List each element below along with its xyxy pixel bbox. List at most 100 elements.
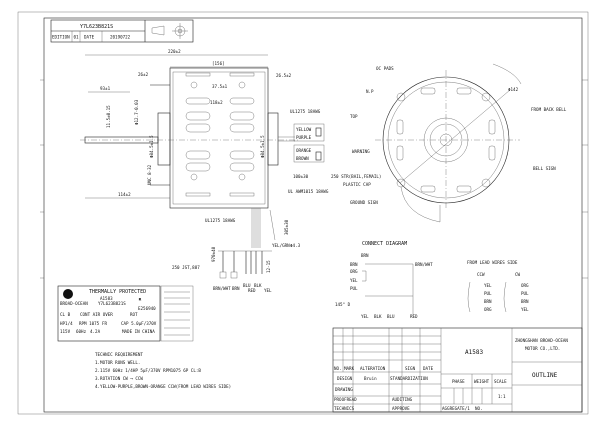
cd-yel: YEL: [350, 278, 358, 283]
label-ul-awm: UL AWM1015 18AWG: [288, 189, 329, 194]
cd-bottom-blu: BLU: [387, 314, 395, 319]
tt-company-line2: MOTOR CO.,LTD.: [525, 346, 560, 351]
label-np: N.P: [366, 89, 374, 94]
tt-mark: MARK: [344, 366, 355, 371]
tt-sheet-no: NO.: [475, 406, 483, 411]
connect-diagram: CONNECT DIAGRAM BRN BRN ORG YEL PUL BRN/…: [335, 241, 529, 319]
motor-body: [169, 67, 269, 209]
ccw-wire-3: BRN: [484, 299, 492, 304]
nameplate-sub: Y7L623B821S: [98, 301, 126, 306]
cd-bottom-blk: BLK: [374, 314, 382, 319]
technic-requirements: TECHNIC REQUIREMENT 1.MOTOR RUNS WELL. 2…: [95, 352, 231, 389]
tt-technics: TECHNICS: [334, 406, 355, 411]
cd-brn: BRN: [350, 262, 358, 267]
tt-scale-value: 1:1: [498, 394, 506, 399]
dim-d3: 118±2: [210, 100, 223, 105]
nameplate-ul: E256940: [138, 306, 156, 311]
tt-drawing-number: A1583: [465, 349, 483, 356]
ccw-wire-2: PUL: [484, 291, 492, 296]
tt-approve: APPROVE: [392, 406, 410, 411]
cd-bottom-yel: YEL: [361, 314, 369, 319]
label-terminal: 250 JST,887: [172, 265, 200, 270]
label-brown: BROWN: [296, 156, 309, 161]
tt-aggregate: AGGREGATE/1: [442, 406, 470, 411]
label-top: TOP: [350, 114, 358, 119]
ccw-wire-4: ORG: [484, 307, 492, 312]
nameplate-volt: 115V: [60, 329, 71, 334]
cd-bottom-red: RED: [410, 314, 418, 319]
label-plastic-cap-2: PLASTIC CAP: [343, 182, 371, 187]
nameplate-model: A1583: [100, 296, 113, 301]
label-warning: WARNING: [352, 149, 370, 154]
outer-frame: [17, 11, 589, 415]
tt-sign: SIGN: [405, 366, 416, 371]
dim-d2: 26.5±2: [276, 73, 292, 78]
lead-blk: BLK: [254, 283, 262, 288]
nameplate-ins: CL B: [60, 312, 71, 317]
dim-hub1: Φ84.5±1.5: [149, 135, 154, 158]
front-view: Φ142 OC PADS N.P TOP WARNING 250 STR(BAI…: [331, 63, 567, 223]
cd-pul: PUL: [350, 286, 358, 291]
label-from-back-bell: FROM BACK BELL: [531, 107, 567, 112]
label-orange: ORANGE: [296, 148, 312, 153]
drawing-border: [43, 17, 583, 413]
nameplate-hz: 60Hz: [76, 329, 87, 334]
tt-drawing: DRAWING: [335, 387, 353, 392]
label-ul1275-bottom: UL1275 18AWG: [205, 218, 236, 223]
technic-item-4: 4.YELLOW-PURPLE,BROWN-ORANGE CCW(FROM LE…: [95, 384, 231, 389]
dim-strip: 12-15: [266, 260, 271, 273]
rear-hub: [267, 112, 279, 166]
nameplate-frame: FR: [102, 321, 108, 326]
part-number: Y7L623B821S: [80, 24, 113, 30]
lead-side-ccw: CCW: [477, 272, 485, 277]
cd-brn-top: BRN: [361, 253, 369, 258]
date-label: DATE: [84, 35, 95, 40]
cd-bottom-leads: YEL BLK BLU RED: [361, 314, 418, 319]
label-ul1275-right: UL1275 18AWG: [290, 109, 321, 114]
technic-item-2: 2.115V 60Hz 1/4HP 5μF/370V RPM1075 6P CL…: [95, 368, 201, 373]
label-yellow: YELLOW: [296, 127, 312, 132]
nameplate-made: MADE IN CHINA: [122, 329, 155, 334]
cw-wire-3: BRN: [521, 299, 529, 304]
label-bell-sign: BELL SIGN: [533, 166, 556, 171]
technic-item-1: 1.MOTOR RUNS WELL.: [95, 360, 140, 365]
label-oc-pads: OC PADS: [376, 66, 394, 71]
lead-brn-wht: BRN/WHT: [213, 286, 231, 291]
nameplate-amp: 4.2A: [90, 329, 101, 334]
cw-wire-2: PUL: [521, 291, 529, 296]
front-hub: [157, 112, 171, 166]
tt-drawing-title: OUTLINE: [532, 372, 558, 379]
nameplate-brand: BROAD-OCEAN: [60, 301, 88, 306]
brand-logo-icon: [63, 289, 73, 299]
tt-auditing: AUDITING: [392, 397, 413, 402]
side-view: 220±2 [156] 26±2 26.5±2 37.5±1 118±2 93±…: [80, 49, 329, 293]
technic-title: TECHNIC REQUIREMENT: [95, 352, 143, 357]
tt-designer: Bruin: [364, 376, 377, 381]
tt-standardization: STANDARDIZATION: [390, 376, 428, 381]
cd-org: ORG: [350, 269, 358, 274]
cd-thermal: 145° D: [335, 302, 351, 307]
nameplate-rpm: RPM 1075: [79, 321, 100, 326]
cw-wire-4: YEL: [521, 307, 529, 312]
ccw-wire-1: YEL: [484, 283, 492, 288]
cd-brn-wht: BRN/WHT: [415, 262, 433, 267]
label-purple: PURPLE: [296, 135, 312, 140]
label-yel-grn: YEL/GRN: [272, 243, 290, 248]
edition-label: EDITION: [52, 35, 70, 40]
top-title-block: Y7L623B821S EDITION 01 DATE 20190722: [50, 19, 194, 43]
dim-mount: 37.5±1: [212, 84, 228, 89]
tt-weight: WEIGHT: [474, 379, 490, 384]
edition-value: 01: [74, 35, 80, 40]
tt-scale: SCALE: [494, 379, 507, 384]
tt-proofread: PROOFREAD: [334, 397, 357, 402]
tt-company-line1: ZHONGSHAN BROAD-OCEAN: [515, 338, 568, 343]
title-table: NO. MARK ALTERATION SIGN DATE DESIGN Bru…: [332, 327, 583, 413]
dim-thread: UNC 8-32: [147, 164, 152, 185]
lead-side-title: FROM LEAD WIRES SIDE: [467, 260, 518, 265]
dim-hub2: Φ84.5±1.5: [260, 135, 265, 158]
dim-shaft-dia: Φ12.7-0.03: [134, 99, 139, 125]
connect-diagram-title: CONNECT DIAGRAM: [362, 241, 407, 247]
dim-ground-length: 305±30: [284, 219, 289, 235]
tt-phase: PHASE: [452, 379, 465, 384]
